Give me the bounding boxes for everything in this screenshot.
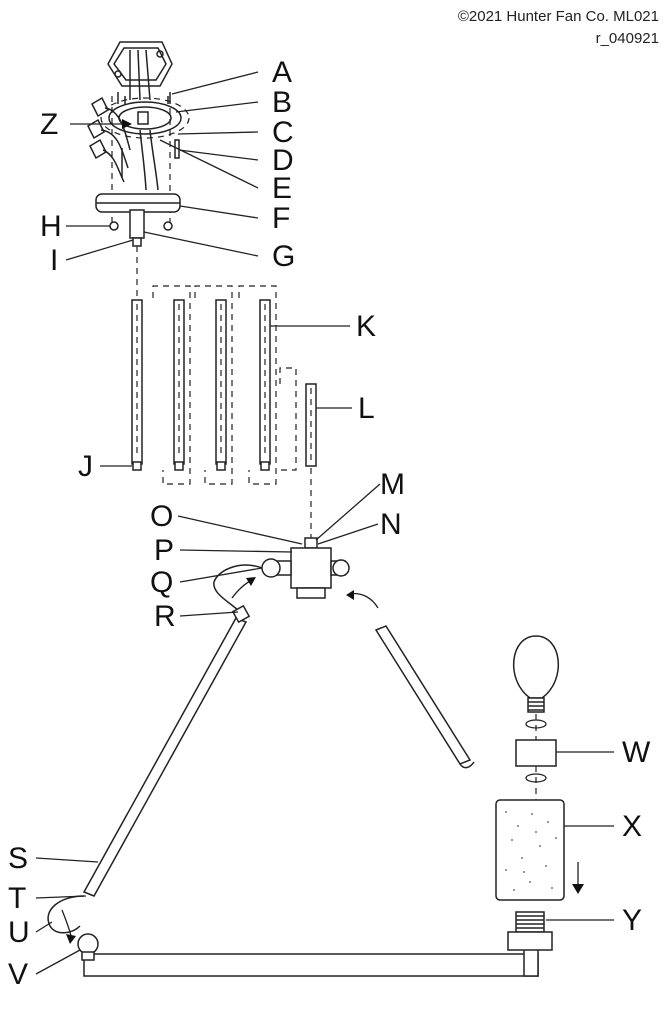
callout-P: P <box>154 534 174 567</box>
callout-C: C <box>272 116 294 149</box>
callout-A: A <box>272 56 292 89</box>
callout-U: U <box>8 916 30 949</box>
hub-wire <box>213 564 263 613</box>
arm-right <box>374 625 475 769</box>
callout-W: W <box>622 736 651 769</box>
canopy-screw-hole <box>163 221 173 231</box>
short-downrod <box>305 383 317 467</box>
downrod <box>259 299 271 471</box>
callout-I: I <box>50 244 58 277</box>
rotate-arrow <box>246 577 256 586</box>
rotate-arrow <box>349 592 379 609</box>
callout-F: F <box>272 202 290 235</box>
threaded-socket <box>507 911 553 951</box>
callout-G: G <box>272 240 295 273</box>
callout-N: N <box>380 508 402 541</box>
rotate-arrow <box>525 773 547 783</box>
callout-J: J <box>78 450 93 483</box>
bottom-bar <box>77 933 539 977</box>
shade-ring <box>515 739 557 767</box>
callout-X: X <box>622 810 642 843</box>
callout-V: V <box>8 958 28 991</box>
copyright-line: ©2021 Hunter Fan Co. ML021 <box>457 8 659 25</box>
leader-lines <box>35 71 614 975</box>
downrod <box>131 299 143 471</box>
callout-O: O <box>150 500 173 533</box>
callout-Y: Y <box>622 904 642 937</box>
down-arrow <box>572 884 584 894</box>
mounting-plate <box>100 96 190 139</box>
light-bulb <box>512 635 560 713</box>
canopy-screw-hole <box>109 221 119 231</box>
revision-code: r_040921 <box>595 30 659 47</box>
callout-D: D <box>272 144 294 177</box>
callout-Z: Z <box>40 108 58 141</box>
callout-E: E <box>272 172 292 205</box>
rotate-arrow <box>525 719 547 729</box>
callout-S: S <box>8 842 28 875</box>
callout-R: R <box>154 600 176 633</box>
callout-L: L <box>358 392 375 425</box>
glass-shade <box>495 799 565 901</box>
callout-T: T <box>8 882 26 915</box>
downrod <box>215 299 227 471</box>
swivel-coupler <box>129 209 145 247</box>
center-hub <box>261 537 350 599</box>
callout-B: B <box>272 86 292 119</box>
callout-H: H <box>40 210 62 243</box>
copyright-block: ©2021 Hunter Fan Co. ML021 r_040921 <box>458 6 659 50</box>
rotate-arrow <box>346 590 354 600</box>
callout-Q: Q <box>150 566 173 599</box>
callout-K: K <box>356 310 376 343</box>
downrod <box>173 299 185 471</box>
junction-box-assembly <box>107 41 173 101</box>
callout-M: M <box>380 468 405 501</box>
callout-arrowhead <box>122 119 132 129</box>
arm-wire <box>47 895 85 934</box>
rotate-arrow <box>66 934 76 944</box>
arm-left <box>82 604 251 897</box>
callout-labels: A B C D E F G H I J K L M N O P Q R S T … <box>8 56 651 991</box>
